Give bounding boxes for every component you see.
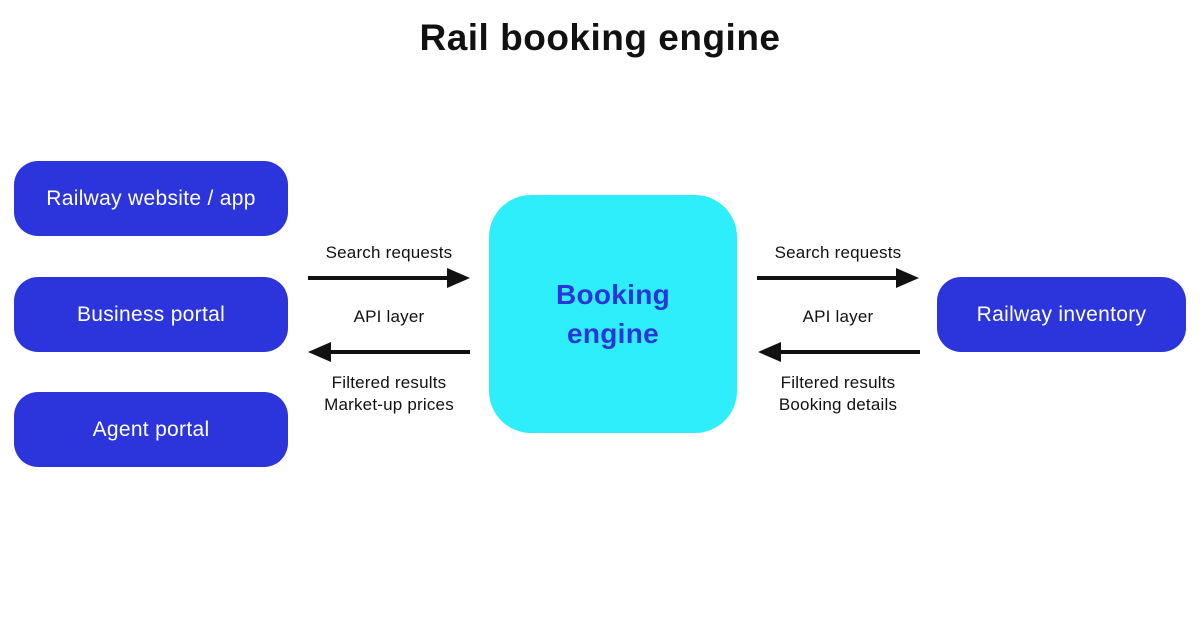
diagram-title: Rail booking engine [419,17,781,58]
node-booking-engine: Booking engine [489,195,737,433]
right-flow-api-layer-label: API layer [802,307,874,326]
node-label: Business portal [76,302,226,326]
left-flow-response-line2: Market-up prices [324,395,454,414]
right-flow-response-line1: Filtered results [780,373,896,392]
engine-label-line1: Booking [555,279,671,310]
left-flow-api-layer-label: API layer [353,307,425,326]
engine-label-line2: engine [566,318,660,349]
node-railway-website-app: Railway website / app [14,161,288,236]
node-label: Agent portal [92,417,210,441]
left-flow-request-label: Search requests [325,243,453,262]
right-flow-response-line2: Booking details [778,395,898,414]
left-flow-request-arrow [308,276,447,280]
right-flow-request-arrow [757,276,896,280]
node-label: Railway website / app [46,186,256,210]
node-business-portal: Business portal [14,277,288,352]
left-flow-response-line1: Filtered results [331,373,447,392]
node-railway-inventory: Railway inventory [937,277,1186,352]
left-flow-response-label: Filtered results Market-up prices [279,372,499,416]
node-label: Railway inventory [976,302,1147,326]
right-flow-response-label: Filtered results Booking details [728,372,948,416]
right-flow-request-label: Search requests [774,243,902,262]
left-flow-response-arrow [331,350,470,354]
right-flow-response-arrow [781,350,920,354]
node-agent-portal: Agent portal [14,392,288,467]
